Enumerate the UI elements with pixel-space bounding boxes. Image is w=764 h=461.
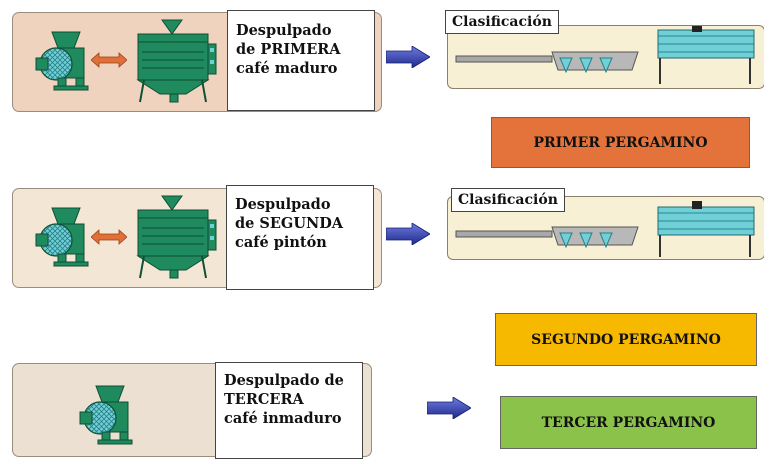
flow-arrow-icon (427, 397, 471, 419)
depulper-machine-icon (79, 385, 133, 445)
label-line: Despulpado (235, 196, 331, 213)
label-line: café pintón (235, 234, 327, 251)
row-2-label: Despulpado de SEGUNDA café pintón (226, 185, 374, 290)
primer-pergamino-box: PRIMER PERGAMINO (491, 117, 750, 168)
label-line: de SEGUNDA (235, 215, 344, 232)
double-arrow-icon (91, 52, 127, 68)
pre-cleaner-machine-icon (136, 195, 217, 279)
label-line: de PRIMERA (236, 41, 341, 58)
classification-label: Clasificación (445, 10, 559, 34)
label-line: Despulpado de (224, 372, 344, 389)
label-line: café inmaduro (224, 410, 342, 427)
label-line: Despulpado (236, 22, 332, 39)
tercer-pergamino-box: TERCER PERGAMINO (500, 396, 757, 449)
double-arrow-icon (91, 229, 127, 245)
depulper-machine-icon (35, 207, 89, 267)
screw-conveyor-icon (455, 26, 755, 84)
flow-arrow-icon (386, 223, 430, 245)
classification-label: Clasificación (451, 188, 565, 212)
label-line: TERCERA (224, 391, 304, 408)
screw-conveyor-icon (455, 201, 755, 257)
label-line: café maduro (236, 60, 338, 77)
depulper-machine-icon (35, 31, 89, 91)
row-1-label: Despulpado de PRIMERA café maduro (227, 10, 375, 111)
pre-cleaner-machine-icon (136, 19, 217, 103)
row-3-label: Despulpado de TERCERA café inmaduro (215, 362, 363, 459)
classification-line-1 (447, 25, 764, 89)
segundo-pergamino-box: SEGUNDO PERGAMINO (495, 313, 757, 366)
flow-arrow-icon (386, 46, 430, 68)
